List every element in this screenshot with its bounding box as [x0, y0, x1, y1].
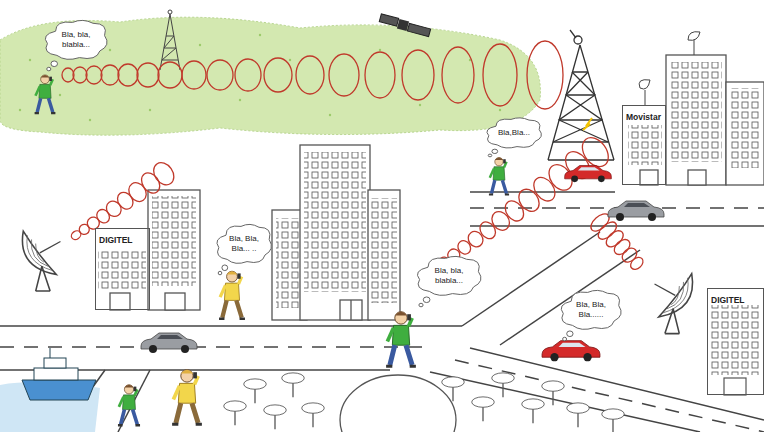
cloud-outline: [217, 224, 271, 263]
cloud-outline: [487, 118, 541, 148]
dish-antenna: [22, 231, 60, 291]
speech-bubble: Bla, Bla, Bla......: [558, 288, 624, 332]
person-on-phone: [386, 312, 416, 367]
speech-bubble: Bla, bla, blabla...: [414, 254, 484, 298]
speech-text: Bla, bla, blabla...: [49, 30, 103, 50]
digitel-right-building: [711, 305, 761, 395]
thought-trail: [47, 67, 51, 71]
red-car: [542, 341, 600, 362]
grey-car: [608, 201, 664, 221]
digitel-left-building: [98, 190, 200, 310]
roof-dishes: [639, 32, 700, 105]
cloud-outline: [561, 290, 621, 329]
grey-car: [141, 333, 197, 353]
building-facade: DIGITEL: [95, 228, 150, 310]
person-on-phone: [172, 370, 202, 425]
operator-name: Movistar: [625, 112, 662, 122]
speech-text: Bla, bla, blabla...: [421, 266, 477, 286]
person-on-phone: [118, 385, 140, 425]
thought-trail: [222, 265, 228, 271]
building-facade: Movistar: [622, 105, 666, 185]
thought-trail: [51, 61, 58, 67]
thought-trail: [567, 331, 573, 337]
operator-name: DIGITEL: [710, 295, 746, 305]
speech-text: Bla, Bla, Bla......: [565, 300, 617, 320]
red-car: [565, 166, 612, 183]
transmission-tower: [548, 30, 614, 160]
small-tower: [160, 10, 180, 70]
person-on-phone: [35, 75, 56, 113]
thought-trail: [488, 154, 492, 157]
operator-name: DIGITEL: [98, 235, 134, 245]
speech-text: Bla,Bla...: [498, 128, 530, 138]
cloud-outline: [45, 20, 107, 59]
satellite: [379, 14, 430, 37]
ship: [22, 348, 96, 400]
grass-field: [0, 17, 541, 135]
thought-trail: [492, 149, 498, 153]
person-on-phone: [219, 271, 245, 319]
speech-text: Bla, Bla, Bla... ..: [221, 234, 267, 254]
thought-trail: [218, 271, 222, 275]
radio-wave-left: [65, 159, 178, 248]
cloud-outline: [417, 256, 481, 295]
building-facade: DIGITEL: [707, 288, 764, 395]
speech-bubble: Bla, bla, blabla...: [42, 18, 110, 62]
radio-wave-top: [62, 41, 563, 109]
thought-trail: [563, 337, 567, 341]
park: [224, 373, 625, 432]
speech-bubble: Bla, Bla, Bla... ..: [214, 222, 274, 266]
thought-trail: [423, 297, 430, 303]
central-buildings: [272, 145, 400, 320]
speech-bubble: Bla,Bla...: [484, 116, 544, 150]
dish-antenna: [655, 274, 693, 334]
thought-trail: [419, 303, 423, 307]
person-on-phone: [489, 158, 509, 195]
